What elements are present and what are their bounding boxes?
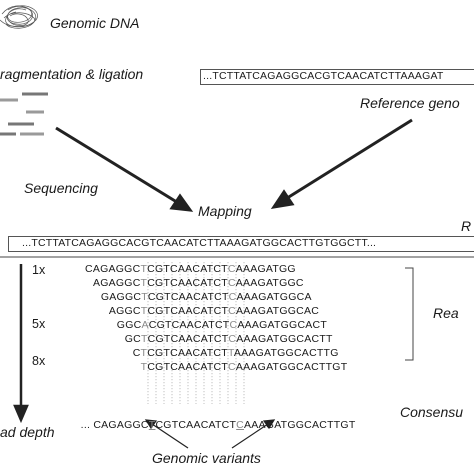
read-row: AGAGGCTCGTCAACATCTCAAAGATGGC — [93, 277, 304, 290]
consensus-mid: CGTCAACATCT — [155, 419, 237, 431]
read-variant-1: T — [141, 333, 148, 345]
read-row: GCTCGTCAACATCTCAAAGATGGCACTT — [125, 333, 333, 346]
read-depth-label: ad depth — [0, 424, 55, 440]
consensus-post: AAAGATGGCACTTGT — [244, 419, 356, 431]
read-variant-1: T — [140, 347, 148, 359]
read-variant-1: T — [140, 263, 148, 275]
read-middle: CGTCAACATCT — [147, 333, 229, 345]
reference-main-sequence: ...TCTTATCAGAGGCACGTCAACATCTTAAAGATGGCAC… — [22, 237, 377, 249]
read-variant-2: C — [227, 263, 236, 275]
reference-genome-label: Reference geno — [360, 95, 460, 111]
read-row: CAGAGGCTCGTCAACATCTCAAAGATGG — [85, 263, 296, 276]
read-prefix: CAGAGGC — [85, 263, 141, 275]
read-row: GAGGCTCGTCAACATCTCAAAGATGGCA — [101, 291, 312, 304]
fragmentation-ligation-label: ragmentation & ligation — [0, 66, 144, 82]
read-variant-2: C — [228, 291, 237, 303]
depth-1x: 1x — [32, 263, 46, 277]
read-suffix: AAAGATGGCACTTG — [233, 347, 339, 359]
read-prefix: AGGC — [108, 305, 141, 317]
read-variant-2: C — [228, 305, 237, 317]
read-middle: CGTCAACATCT — [147, 277, 228, 289]
read-middle: CGTCAACATCT — [147, 347, 228, 359]
read-prefix: C — [132, 347, 141, 359]
mapping-label: Mapping — [198, 203, 252, 219]
read-middle: CGTCAACATCT — [148, 319, 230, 331]
read-row: TCGTCAACATCTCAAAGATGGCACTTGT — [141, 361, 348, 374]
read-prefix: GAGGC — [100, 291, 142, 303]
read-suffix: AAAGATGG — [235, 263, 296, 275]
read-depth-arrow — [13, 264, 29, 424]
read-suffix: AAAGATGGCACTT — [236, 333, 333, 345]
reads-label: Rea — [433, 305, 459, 321]
read-variant-2: C — [228, 333, 237, 345]
consensus-sequence: ... CAGAGGCTCGTCAACATCTCAAAGATGGCACTTGT — [68, 406, 356, 445]
read-middle: CGTCAACATCT — [147, 361, 229, 373]
reads-bracket — [405, 267, 414, 361]
consensus-variant-1: T — [148, 419, 156, 431]
reference-top-sequence: ...TCTTATCAGAGGCACGTCAACATCTTAAAGAT — [203, 70, 444, 82]
genomic-variants-arrows — [144, 419, 276, 449]
read-variant-2: C — [227, 277, 236, 289]
consensus-variant-2: C — [236, 419, 245, 431]
read-middle: CGTCAACATCT — [147, 305, 229, 317]
read-suffix: AAAGATGGCAC — [236, 305, 320, 317]
read-prefix: GGC — [116, 319, 142, 331]
genomic-dna-scribble — [0, 5, 38, 29]
genomic-dna-label: Genomic DNA — [50, 15, 140, 31]
read-variant-2: C — [229, 319, 238, 331]
read-suffix: AAAGATGGC — [235, 277, 304, 289]
read-row: CTCGTCAACATCTTAAAGATGGCACTTG — [133, 347, 339, 360]
arrow-reference-to-mapping — [270, 118, 413, 210]
read-middle: CGTCAACATCT — [147, 263, 228, 275]
read-variant-1: A — [141, 319, 149, 331]
read-row: AGGCTCGTCAACATCTCAAAGATGGCAC — [109, 305, 319, 318]
reference-top-box — [200, 69, 474, 85]
read-prefix: GC — [124, 333, 141, 345]
depth-8x: 8x — [32, 354, 46, 368]
read-prefix: AGAGGC — [92, 277, 141, 289]
read-variant-2: C — [228, 361, 236, 373]
read-variant-1: T — [140, 361, 148, 373]
read-row: GGCACGTCAACATCTCAAAGATGGCACT — [117, 319, 327, 332]
read-variant-2: T — [227, 347, 234, 359]
consensus-label: Consensu — [400, 404, 464, 420]
depth-5x: 5x — [32, 317, 46, 331]
read-middle: CGTCAACATCT — [147, 291, 229, 303]
read-suffix: AAAGATGGCA — [236, 291, 312, 303]
genomic-variants-label: Genomic variants — [152, 450, 261, 466]
read-suffix: AAAGATGGCACTTGT — [235, 361, 348, 373]
read-variant-1: T — [141, 291, 148, 303]
reference-main-box — [8, 236, 474, 252]
dna-fragments — [0, 92, 48, 136]
arrow-sequencing-to-mapping — [55, 126, 194, 212]
read-variant-1: T — [140, 277, 148, 289]
read-suffix: AAAGATGGCACT — [237, 319, 328, 331]
read-variant-1: T — [140, 305, 148, 317]
sequencing-label: Sequencing — [24, 180, 98, 196]
reference-r-label: R — [461, 218, 472, 234]
consensus-pre: ... CAGAGGC — [80, 419, 149, 431]
